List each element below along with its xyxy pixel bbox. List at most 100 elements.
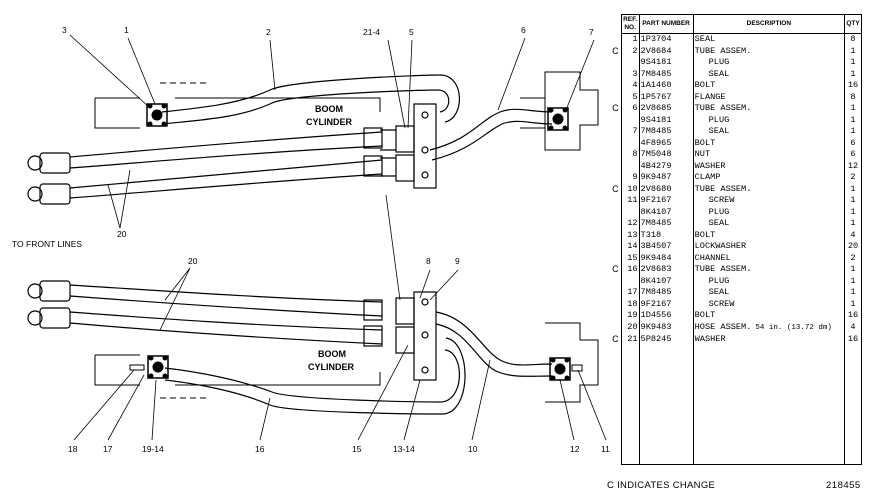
- quantity: 1: [844, 183, 862, 195]
- description-text: SCREW: [708, 195, 735, 205]
- description-text: SEAL: [708, 126, 730, 136]
- ref-number: 1: [620, 33, 640, 46]
- header-part-number: PART NUMBER: [638, 14, 694, 34]
- ref-number: 18: [620, 298, 640, 310]
- quantity: 1: [844, 114, 862, 126]
- ref-number: 21: [620, 334, 640, 346]
- callout-3: 3: [62, 25, 67, 35]
- flange-1-upper: [146, 103, 168, 127]
- description: TUBE ASSEM.: [693, 103, 846, 115]
- description-text: WASHER: [694, 334, 726, 344]
- part-number: 2V8685: [639, 103, 694, 115]
- ref-number: [620, 206, 640, 218]
- description: LOCKWASHER: [693, 241, 846, 253]
- description: BOLT: [693, 310, 846, 322]
- change-marker: C: [612, 45, 619, 56]
- part-number: 9F2167: [639, 195, 694, 207]
- description: PLUG: [693, 114, 846, 126]
- description: NUT: [693, 149, 846, 161]
- description-text: TUBE ASSEM.: [694, 183, 752, 194]
- change-marker: [610, 276, 621, 288]
- drawing-number: 218455: [826, 480, 861, 491]
- description-text: PLUG: [708, 275, 730, 286]
- description: PLUG: [693, 206, 846, 218]
- description-text: SCREW: [708, 298, 735, 309]
- ref-number: 11: [620, 195, 640, 207]
- description-text: BOLT: [694, 310, 716, 320]
- quantity: 12: [844, 160, 862, 172]
- quantity: 1: [844, 68, 862, 80]
- part-number: 7M8485: [639, 287, 694, 299]
- quantity: 1: [844, 275, 862, 287]
- description: SEAL: [693, 33, 846, 46]
- change-marker: [610, 322, 621, 335]
- description: TUBE ASSEM.: [693, 264, 846, 276]
- part-number: 4B4279: [639, 160, 694, 172]
- description-text: PLUG: [708, 114, 730, 125]
- lower-manifold: [395, 291, 437, 381]
- empty-cell: [693, 345, 846, 465]
- description: HOSE ASSEM.54 in. (13.72 dm): [693, 321, 846, 334]
- part-number: 9F2167: [639, 298, 694, 310]
- ref-number: 5: [620, 91, 640, 103]
- description: TUBE ASSEM.: [693, 183, 846, 195]
- ref-number: [620, 137, 640, 149]
- upper-cylinder-label-line2: CYLINDER: [306, 117, 353, 127]
- leader-lines: [69, 34, 607, 441]
- callout-21-4: 21-4: [363, 27, 380, 37]
- quantity: 6: [844, 137, 862, 149]
- ref-number: 15: [620, 252, 640, 264]
- description-text: BOLT: [694, 229, 716, 240]
- change-marker: [610, 115, 621, 127]
- ref-number: 20: [620, 321, 640, 334]
- table-filler-row: [610, 345, 862, 465]
- change-marker: [610, 92, 621, 104]
- quantity: 6: [844, 149, 862, 161]
- part-number: 8K4107: [639, 206, 694, 218]
- callout-5: 5: [409, 27, 414, 37]
- description: PLUG: [693, 275, 846, 287]
- change-marker: C: [612, 334, 619, 344]
- flange-7-upper: [547, 107, 569, 131]
- change-marker: [610, 207, 621, 219]
- part-number: 9K9484: [639, 252, 694, 264]
- part-number: 1A1460: [639, 80, 694, 92]
- callout-12: 12: [570, 444, 580, 454]
- ref-number: 6: [620, 103, 640, 115]
- quantity: 1: [844, 287, 862, 299]
- change-marker: [610, 80, 621, 92]
- tube-assembly-6: [429, 108, 553, 161]
- description-text: PLUG: [708, 206, 730, 217]
- description: SEAL: [693, 68, 846, 80]
- change-marker: [610, 310, 621, 322]
- description-text: TUBE ASSEM.: [694, 45, 752, 56]
- description-text: TUBE ASSEM.: [694, 103, 752, 113]
- quantity: 1: [844, 264, 862, 276]
- description-text: SEAL: [708, 68, 730, 79]
- ref-number: [620, 114, 640, 126]
- description: WASHER: [693, 160, 846, 172]
- callout-10: 10: [468, 444, 478, 454]
- description: CLAMP: [693, 172, 846, 184]
- change-marker: [610, 126, 621, 138]
- lower-cylinder-label-line2: CYLINDER: [308, 362, 355, 372]
- part-number: 2V8680: [639, 183, 694, 195]
- description-text: CLAMP: [694, 172, 721, 182]
- quantity: 8: [844, 91, 862, 103]
- change-marker: [610, 218, 621, 230]
- quantity: 2: [844, 172, 862, 184]
- quantity: 1: [844, 195, 862, 207]
- description-text: HOSE ASSEM.: [694, 321, 752, 332]
- quantity: 1: [844, 45, 862, 57]
- description-text: SEAL: [708, 218, 730, 228]
